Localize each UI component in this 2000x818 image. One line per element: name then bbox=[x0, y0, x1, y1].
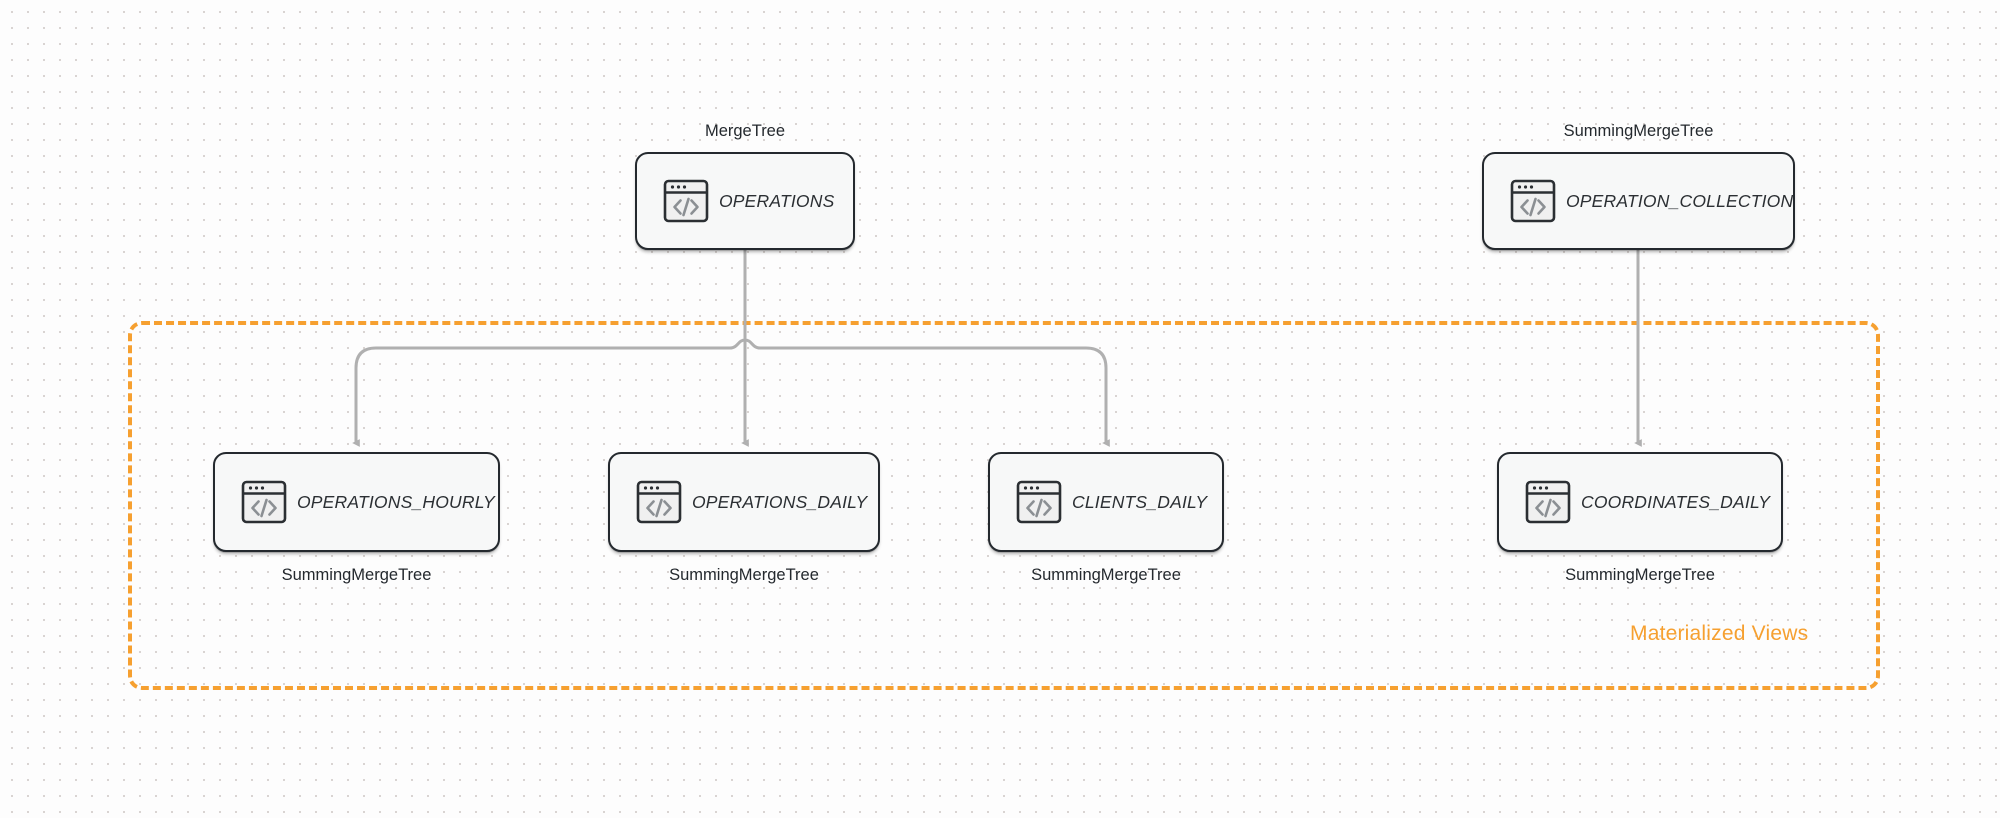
code-window-icon bbox=[241, 480, 287, 524]
code-window-icon bbox=[1016, 480, 1062, 524]
node-operations-hourly[interactable]: OPERATIONS_HOURLY bbox=[213, 452, 500, 552]
node-label-operation-collection: OPERATION_COLLECTION bbox=[1566, 190, 1794, 211]
node-clients-daily[interactable]: CLIENTS_DAILY bbox=[988, 452, 1224, 552]
engine-caption-coordinates-daily: SummingMergeTree bbox=[1565, 566, 1715, 584]
engine-caption-operation-collection: SummingMergeTree bbox=[1563, 122, 1714, 140]
code-window-icon bbox=[1510, 179, 1556, 223]
node-label-operations-hourly: OPERATIONS_HOURLY bbox=[297, 491, 495, 512]
materialized-views-group-label: Materialized Views bbox=[1630, 622, 1809, 645]
node-label-coordinates-daily: COORDINATES_DAILY bbox=[1581, 491, 1771, 512]
code-window-icon bbox=[663, 179, 709, 223]
engine-caption-operations-hourly: SummingMergeTree bbox=[281, 566, 432, 584]
node-operations-daily[interactable]: OPERATIONS_DAILY bbox=[608, 452, 880, 552]
engine-caption-clients-daily: SummingMergeTree bbox=[1031, 566, 1181, 584]
engine-caption-operations: MergeTree bbox=[704, 122, 786, 140]
node-coordinates-daily[interactable]: COORDINATES_DAILY bbox=[1497, 452, 1783, 552]
node-label-operations-daily: OPERATIONS_DAILY bbox=[692, 491, 868, 512]
code-window-icon bbox=[1525, 480, 1571, 524]
code-window-icon bbox=[636, 480, 682, 524]
node-label-clients-daily: CLIENTS_DAILY bbox=[1072, 491, 1208, 512]
node-operation-collection[interactable]: OPERATION_COLLECTION bbox=[1482, 152, 1795, 250]
node-label-operations: OPERATIONS bbox=[719, 190, 835, 211]
node-operations[interactable]: OPERATIONS bbox=[635, 152, 855, 250]
engine-caption-operations-daily: SummingMergeTree bbox=[669, 566, 819, 584]
materialized-views-group bbox=[128, 321, 1880, 690]
